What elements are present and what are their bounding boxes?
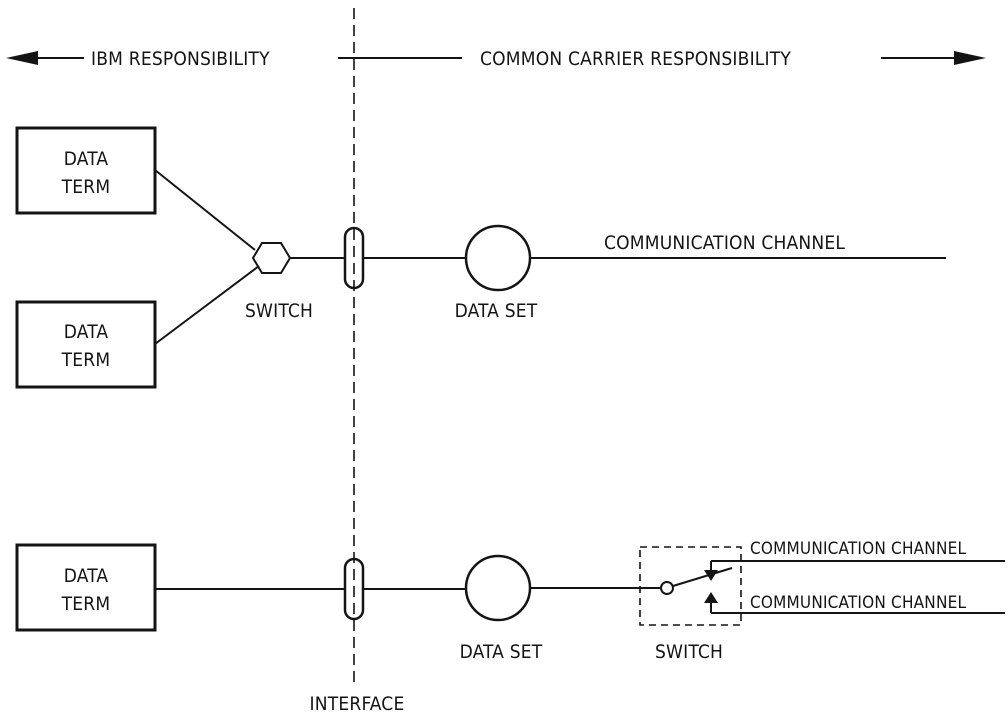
lower-channel-label: COMMUNICATION CHANNEL bbox=[750, 593, 966, 613]
data-terminal-1 bbox=[15, 126, 157, 215]
data-terminal-1-line1: DATA bbox=[64, 148, 109, 170]
top-configuration: DATA TERM DATA TERM SWITCH DATA SET COMM… bbox=[15, 126, 946, 389]
upper-channel-arrow-icon bbox=[704, 570, 718, 581]
switch-label: SWITCH bbox=[245, 300, 313, 322]
data-set-top bbox=[464, 224, 532, 292]
data-terminal-2 bbox=[15, 300, 157, 389]
interface-label: INTERFACE bbox=[310, 693, 405, 715]
switch-hexagon bbox=[251, 242, 292, 274]
left-arrowhead bbox=[6, 51, 38, 65]
terminal-2-to-switch-line bbox=[154, 265, 260, 345]
data-terminal-2-line1: DATA bbox=[64, 321, 109, 343]
data-terminal-1-line2: TERM bbox=[61, 176, 111, 198]
data-set-bottom-label: DATA SET bbox=[460, 641, 543, 663]
common-carrier-responsibility-label: COMMON CARRIER RESPONSIBILITY bbox=[480, 48, 791, 70]
bottom-configuration: DATA TERM DATA SET COMMUNICATION CHANNEL… bbox=[15, 539, 1005, 663]
switch-contact-icon bbox=[660, 581, 674, 595]
data-terminal-3-line1: DATA bbox=[64, 565, 109, 587]
data-terminal-2-line2: TERM bbox=[61, 349, 111, 371]
terminal-1-to-switch-line bbox=[154, 169, 256, 251]
data-set-bottom bbox=[464, 554, 532, 622]
header: IBM RESPONSIBILITY COMMON CARRIER RESPON… bbox=[6, 48, 986, 70]
data-terminal-3 bbox=[15, 543, 157, 632]
switch-blade-icon bbox=[672, 567, 733, 587]
upper-channel-label: COMMUNICATION CHANNEL bbox=[750, 539, 966, 559]
right-arrowhead bbox=[954, 51, 986, 65]
switch-box bbox=[639, 546, 742, 626]
communication-channel-label: COMMUNICATION CHANNEL bbox=[604, 232, 845, 254]
data-terminal-3-line2: TERM bbox=[61, 593, 111, 615]
bottom-switch-label: SWITCH bbox=[655, 641, 723, 663]
lower-channel-arrow-icon bbox=[704, 592, 718, 603]
ibm-responsibility-label: IBM RESPONSIBILITY bbox=[91, 48, 270, 70]
data-set-top-label: DATA SET bbox=[455, 300, 538, 322]
